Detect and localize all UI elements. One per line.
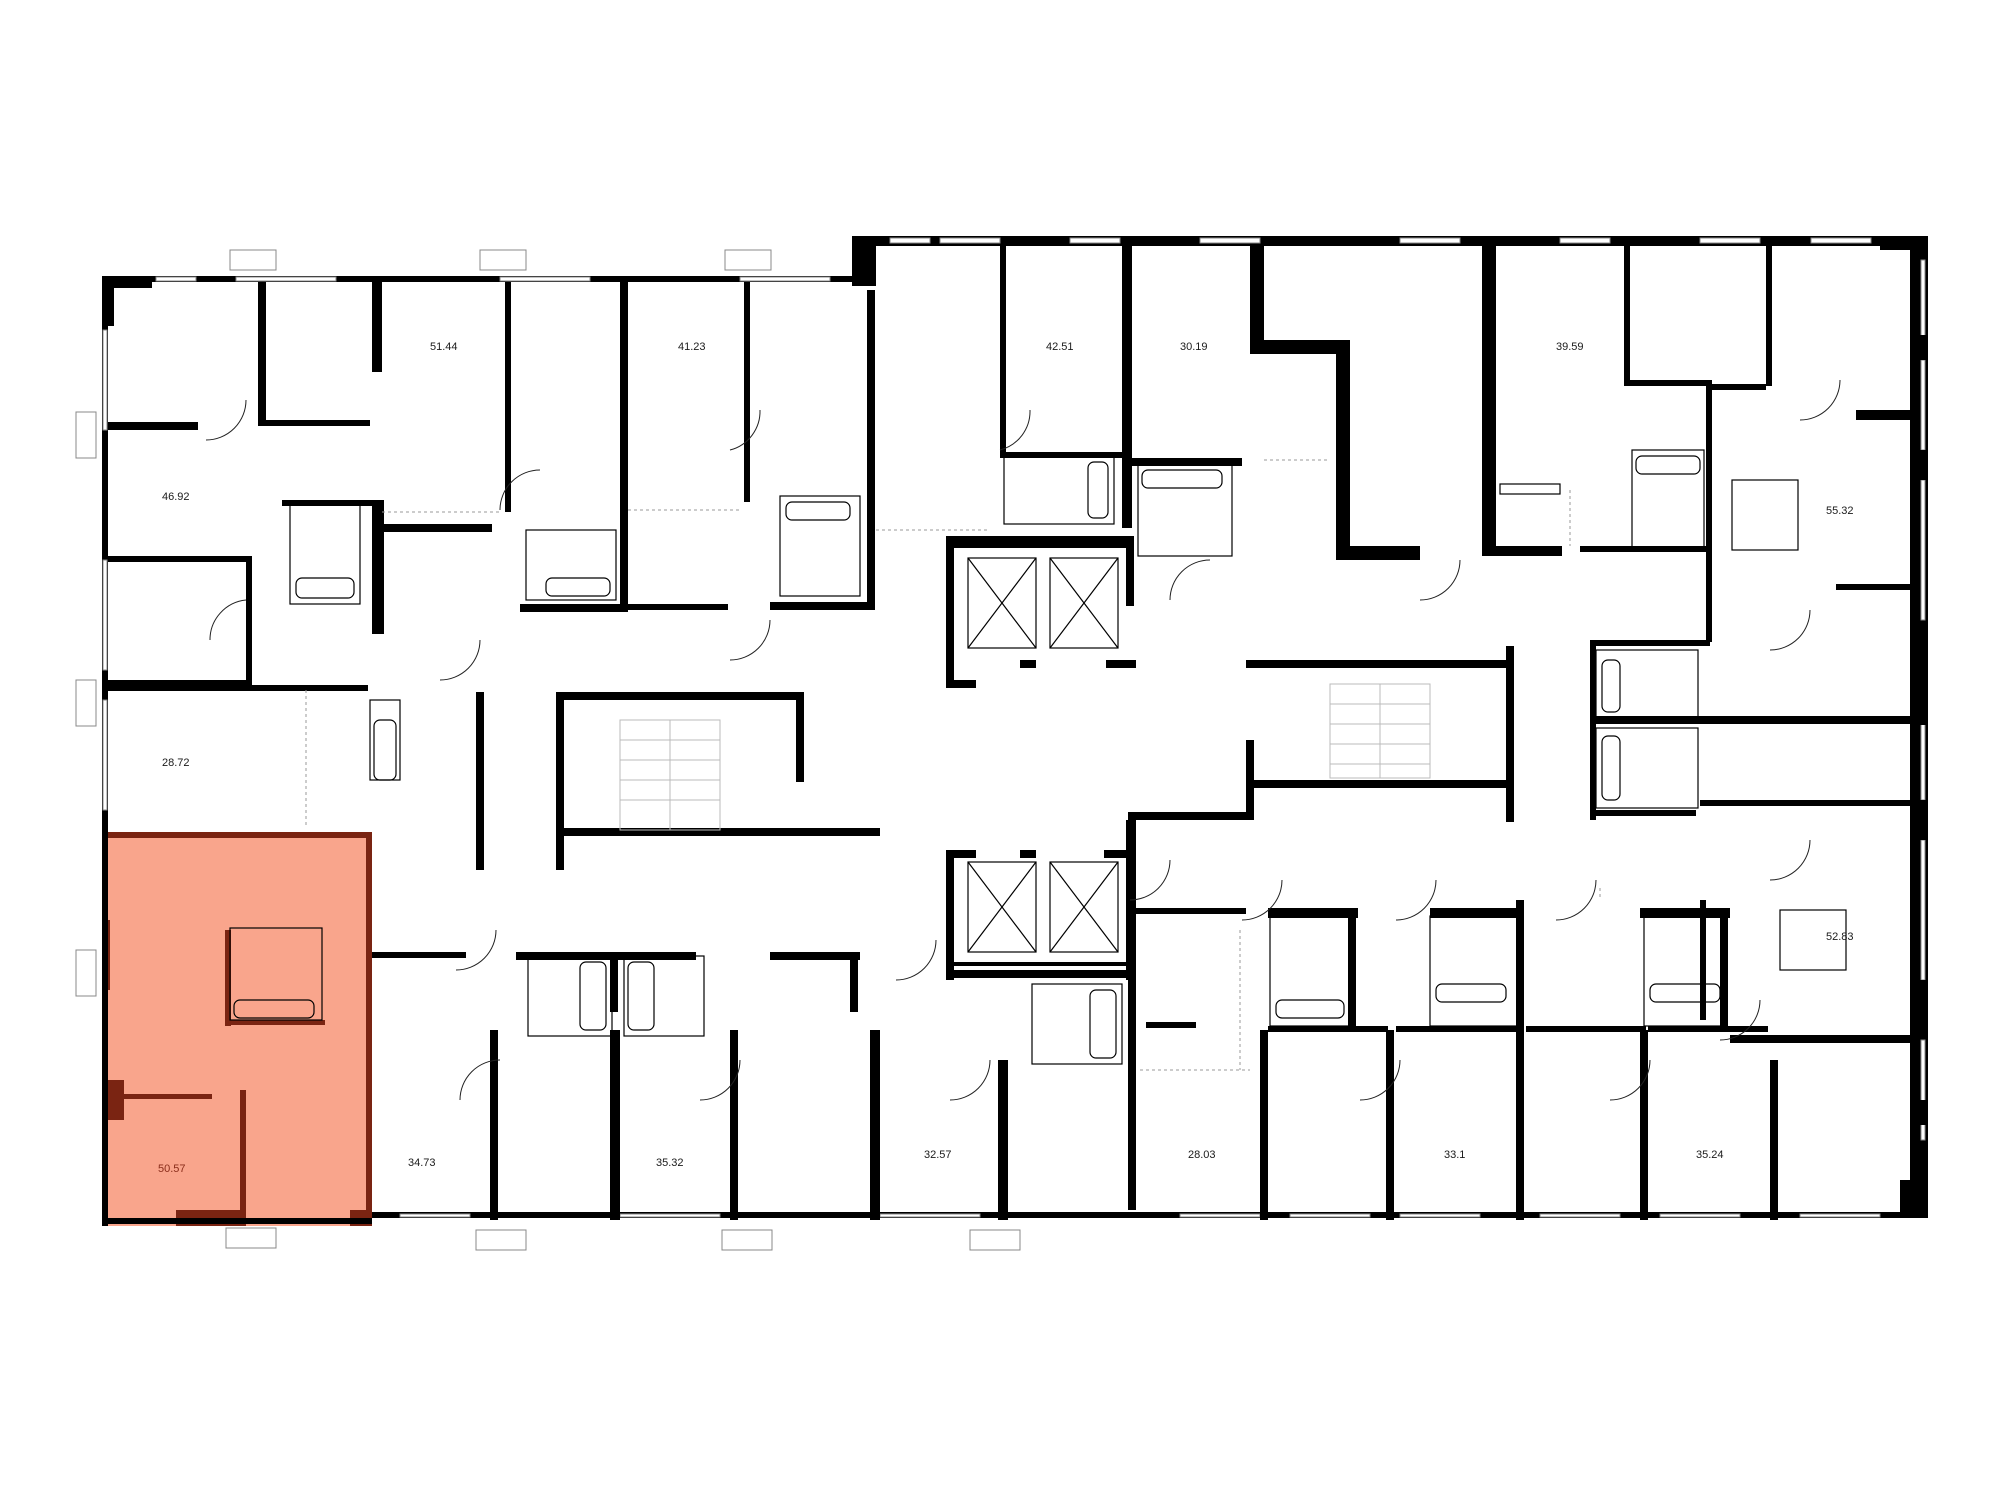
outer-walls [102,236,1928,1226]
unit-area-51-44[interactable]: 51.44 [430,341,458,353]
bathroom-fixtures [229,449,1847,1065]
unit-area-33-1[interactable]: 33.1 [1444,1149,1465,1161]
unit-area-28-72[interactable]: 28.72 [162,757,190,769]
unit-area-46-92[interactable]: 46.92 [162,491,190,503]
selected-apartment[interactable] [102,832,372,1226]
unit-area-42-51[interactable]: 42.51 [1046,341,1074,353]
doors [205,379,1841,1101]
window-sills [75,249,1021,1251]
elevators [967,557,1119,953]
unit-area-55-32[interactable]: 55.32 [1826,505,1854,517]
interior-walls [108,246,1920,1220]
unit-area-30-19[interactable]: 30.19 [1180,341,1208,353]
stairs [619,683,1431,831]
unit-area-39-59[interactable]: 39.59 [1556,341,1584,353]
unit-area-35-24[interactable]: 35.24 [1696,1149,1724,1161]
area-labels: 46.92 51.44 41.23 42.51 30.19 39.59 55.3… [158,341,1854,1175]
unit-area-34-73[interactable]: 34.73 [408,1157,436,1169]
unit-area-35-32[interactable]: 35.32 [656,1157,684,1169]
unit-area-28-03[interactable]: 28.03 [1188,1149,1216,1161]
unit-area-52-83[interactable]: 52.83 [1826,931,1854,943]
partitions [305,459,1601,1071]
unit-area-41-23[interactable]: 41.23 [678,341,706,353]
unit-area-32-57[interactable]: 32.57 [924,1149,952,1161]
unit-area-50-57[interactable]: 50.57 [158,1163,186,1175]
